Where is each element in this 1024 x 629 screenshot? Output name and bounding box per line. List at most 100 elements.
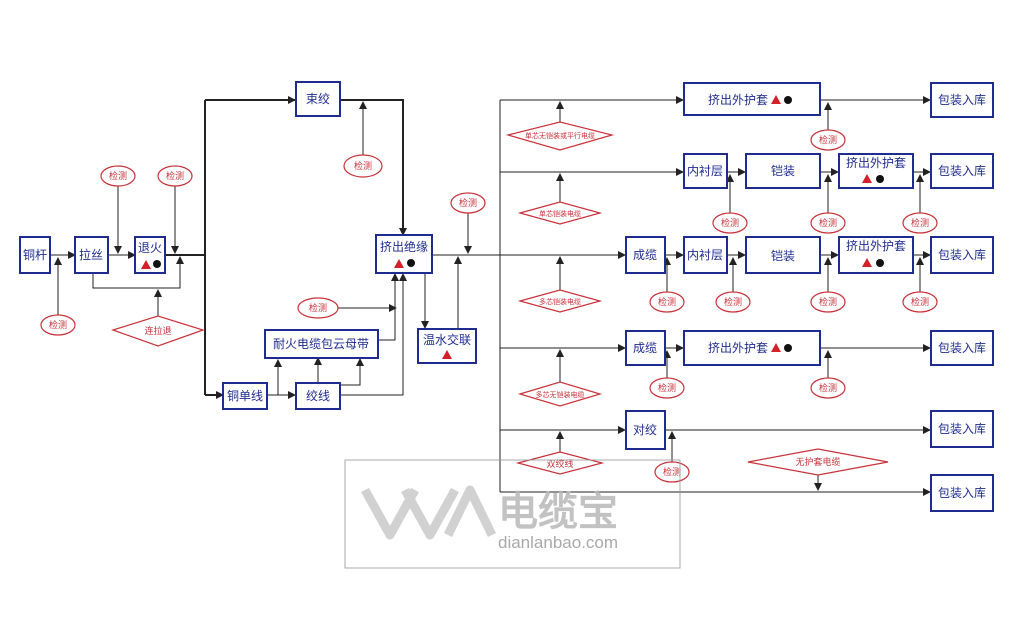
decision-d2: 单芯铠装电缆 (517, 201, 603, 225)
dot-marker-icon (153, 260, 161, 268)
inspection-oval: 检测 (297, 297, 339, 319)
node-tongdanxian: 铜单线 (222, 382, 268, 410)
watermark-url: dianlanbao.com (498, 533, 618, 552)
inspection-oval: 检测 (649, 377, 685, 399)
inspection-oval: 检测 (712, 212, 748, 234)
node-chenglan-4: 成缆 (625, 330, 666, 366)
svg-text:检测: 检测 (166, 170, 184, 182)
decision-d3: 多芯铠装电缆 (517, 289, 603, 313)
decision-label: 多芯铠装电缆 (539, 297, 581, 306)
triangle-marker-icon (771, 95, 781, 104)
node-label: 挤出外护套 (708, 92, 768, 107)
node-tonggan: 铜杆 (19, 236, 51, 274)
svg-text:检测: 检测 (658, 296, 676, 308)
inspection-oval: 检测 (810, 129, 846, 151)
node-baozhuang-3: 包装入库 (930, 236, 994, 274)
node-label: 退火 (138, 241, 162, 255)
node-tuihuo: 退火 (134, 236, 166, 274)
triangle-marker-icon (862, 174, 872, 183)
dot-marker-icon (784, 96, 792, 104)
inspection-oval: 检测 (450, 192, 486, 214)
inspection-oval: 检测 (343, 154, 383, 178)
svg-text:检测: 检测 (459, 197, 477, 209)
node-wenshui: 温水交联 (417, 328, 477, 364)
inspection-oval: 检测 (810, 212, 846, 234)
node-label: 挤出绝缘 (380, 239, 428, 254)
node-chenglan-3: 成缆 (625, 236, 666, 274)
decision-d4: 多芯无铠装电缆 (517, 381, 603, 407)
triangle-marker-icon (771, 343, 781, 352)
svg-text:检测: 检测 (724, 296, 742, 308)
node-label: 挤出外护套 (846, 155, 906, 170)
triangle-marker-icon (862, 258, 872, 267)
connector-lines (50, 96, 931, 496)
node-jichu-waihu-2: 挤出外护套 (838, 153, 914, 189)
node-jichu-jueyuan: 挤出绝缘 (375, 234, 433, 274)
inspection-oval: 检测 (40, 314, 76, 336)
decision-d6: 无护套电缆 (747, 448, 889, 476)
decision-label: 单芯铠装电缆 (539, 209, 581, 218)
node-label: 内衬层 (687, 248, 723, 262)
node-label: 束绞 (306, 91, 330, 106)
triangle-marker-icon (442, 350, 452, 359)
svg-text:检测: 检测 (911, 217, 929, 229)
inspection-oval: 检测 (810, 377, 846, 399)
node-label: 包装入库 (938, 247, 986, 262)
node-label: 对绞 (633, 422, 657, 437)
svg-text:检测: 检测 (819, 382, 837, 394)
node-baozhuang-6: 包装入库 (930, 474, 994, 512)
dot-marker-icon (784, 344, 792, 352)
node-label: 挤出外护套 (846, 238, 906, 253)
node-jichu-waihu-1: 挤出外护套 (683, 82, 821, 116)
node-label: 铜杆 (23, 247, 47, 262)
node-label: 挤出外护套 (708, 340, 768, 355)
svg-text:检测: 检测 (658, 382, 676, 394)
node-naihuo: 耐火电缆包云母带 (264, 329, 379, 359)
node-label: 成缆 (633, 341, 657, 355)
node-shujiao: 束绞 (295, 81, 341, 117)
node-baozhuang-4: 包装入库 (930, 330, 994, 366)
node-label: 温水交联 (423, 332, 471, 347)
node-baozhuang-1: 包装入库 (930, 82, 994, 118)
dot-marker-icon (876, 175, 884, 183)
decision-label: 多芯无铠装电缆 (536, 390, 585, 399)
node-label: 拉丝 (79, 247, 103, 262)
svg-text:检测: 检测 (109, 170, 127, 182)
node-jiaoxian: 绞线 (295, 382, 341, 410)
decision-label: 连拉退 (144, 325, 171, 337)
svg-text:检测: 检测 (49, 319, 67, 331)
node-jichu-waihu-3: 挤出外护套 (838, 236, 914, 274)
watermark-brand: 电缆宝 (498, 489, 618, 535)
node-label: 包装入库 (938, 92, 986, 107)
triangle-marker-icon (394, 259, 404, 268)
node-baozhuang-2: 包装入库 (930, 153, 994, 189)
decision-label: 无护套电缆 (795, 456, 840, 468)
node-label: 包装入库 (938, 485, 986, 500)
node-duijiao: 对绞 (625, 410, 666, 450)
watermark: 电缆宝 dianlanbao.com (344, 459, 681, 569)
node-lasi: 拉丝 (74, 236, 109, 274)
node-label: 内衬层 (687, 164, 723, 178)
decision-label: 双绞线 (546, 458, 573, 470)
watermark-frame (344, 459, 681, 569)
decision-label: 单芯无铠装或平行电缆 (525, 131, 595, 140)
node-baozhuang-5: 包装入库 (930, 410, 994, 448)
decision-d1: 单芯无铠装或平行电缆 (505, 121, 615, 151)
node-neichen-3: 内衬层 (683, 236, 728, 274)
svg-text:检测: 检测 (663, 466, 681, 478)
dot-marker-icon (876, 259, 884, 267)
node-label: 铜单线 (227, 388, 263, 403)
node-label: 成缆 (633, 248, 657, 262)
inspection-oval: 检测 (810, 291, 846, 313)
dot-marker-icon (407, 259, 415, 267)
node-label: 耐火电缆包云母带 (273, 337, 369, 351)
node-kaizhuang-3: 铠装 (745, 236, 821, 274)
svg-text:检测: 检测 (819, 217, 837, 229)
node-label: 铠装 (771, 163, 795, 178)
node-jichu-waihu-4: 挤出外护套 (683, 330, 821, 366)
inspection-oval: 检测 (157, 165, 193, 187)
inspection-oval: 检测 (715, 291, 751, 313)
decision-lianlatui: 连拉退 (111, 315, 205, 347)
node-label: 包装入库 (938, 421, 986, 436)
